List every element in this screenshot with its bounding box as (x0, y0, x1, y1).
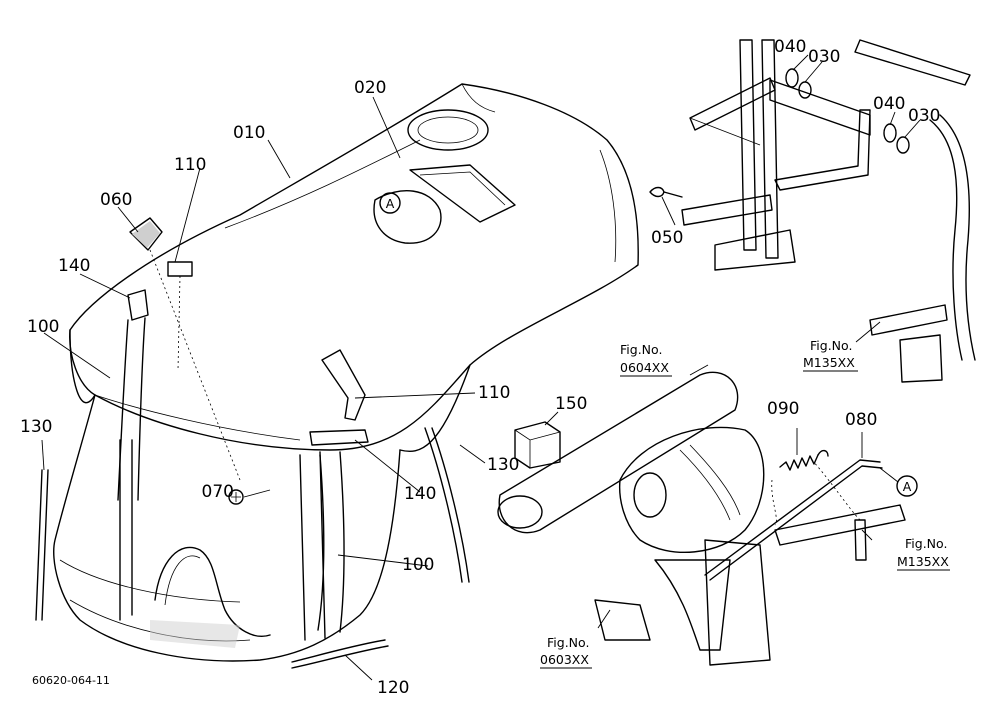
callout-090: 090 (767, 399, 799, 419)
hood-010 (53, 83, 639, 662)
pin-050 (649, 186, 683, 198)
cushion-110-right (321, 349, 366, 421)
callout-080: 080 (845, 410, 877, 430)
bracket-140-left (127, 289, 149, 321)
bracket-140-right (309, 429, 369, 446)
svg-text:Fig.No.: Fig.No. (810, 338, 852, 353)
callout-040-lower: 040 (873, 94, 905, 114)
washer-040-upper (785, 68, 799, 88)
seal-130-right (424, 427, 470, 583)
callout-110-left: 110 (174, 155, 206, 175)
cushion-110-left (167, 261, 193, 277)
fig-ref-m135xx-top: Fig.No. M135XX (803, 338, 858, 372)
callout-100-left: 100 (27, 317, 59, 337)
callout-010: 010 (233, 123, 265, 143)
side-rail-100-right (317, 451, 345, 633)
fig-ref-0604xx: Fig.No. 0604XX (620, 342, 672, 377)
drawing-reference-code: 60620-064-11 (32, 674, 110, 687)
hood-bracket-060 (129, 217, 163, 251)
callout-060: 060 (100, 190, 132, 210)
washer-040-lower (883, 123, 897, 143)
side-rail-100-left (117, 317, 146, 501)
svg-text:A: A (903, 479, 912, 494)
svg-text:Fig.No.: Fig.No. (905, 536, 947, 551)
clip-070 (228, 489, 244, 505)
rubber-120 (291, 639, 389, 669)
callout-040-upper: 040 (774, 37, 806, 57)
callout-130-left: 130 (20, 417, 52, 437)
callout-labels: 010 020 030 030 040 040 050 060 070 080 … (20, 37, 940, 698)
callout-150: 150 (555, 394, 587, 414)
frame-bracket-upper (681, 39, 976, 383)
marker-a-rod: A (896, 475, 918, 497)
leader-lines (41, 54, 921, 681)
svg-text:Fig.No.: Fig.No. (620, 342, 662, 357)
marker-a-hood: A (379, 192, 401, 214)
svg-text:0604XX: 0604XX (620, 360, 669, 375)
callout-120: 120 (377, 678, 409, 698)
spring-090 (779, 449, 829, 471)
svg-text:Fig.No.: Fig.No. (547, 635, 589, 650)
svg-text:0603XX: 0603XX (540, 652, 589, 667)
nut-030-lower (896, 136, 910, 154)
callout-030-upper: 030 (808, 47, 840, 67)
callout-020: 020 (354, 78, 386, 98)
fig-ref-0603xx: Fig.No. 0603XX (540, 635, 592, 669)
callout-140-right: 140 (404, 484, 436, 504)
callout-110-right: 110 (478, 383, 510, 403)
fig-ref-m135xx-bottom: Fig.No. M135XX (897, 536, 950, 571)
callout-140-left: 140 (58, 256, 90, 276)
callout-070: 070 (202, 482, 234, 502)
svg-text:M135XX: M135XX (897, 554, 949, 569)
svg-text:M135XX: M135XX (803, 355, 855, 370)
callout-030-lower: 030 (908, 106, 940, 126)
callout-100-right: 100 (402, 555, 434, 575)
block-150 (514, 421, 561, 469)
callout-050: 050 (651, 228, 683, 248)
svg-text:A: A (386, 196, 395, 211)
nut-030-upper (798, 81, 812, 99)
callout-130-right: 130 (487, 455, 519, 475)
seal-130-left (35, 469, 49, 621)
rod-080 (704, 459, 906, 581)
figure-references: Fig.No. M135XX Fig.No. 0604XX Fig.No. M1… (540, 338, 950, 669)
air-cleaner-assembly (497, 371, 771, 666)
